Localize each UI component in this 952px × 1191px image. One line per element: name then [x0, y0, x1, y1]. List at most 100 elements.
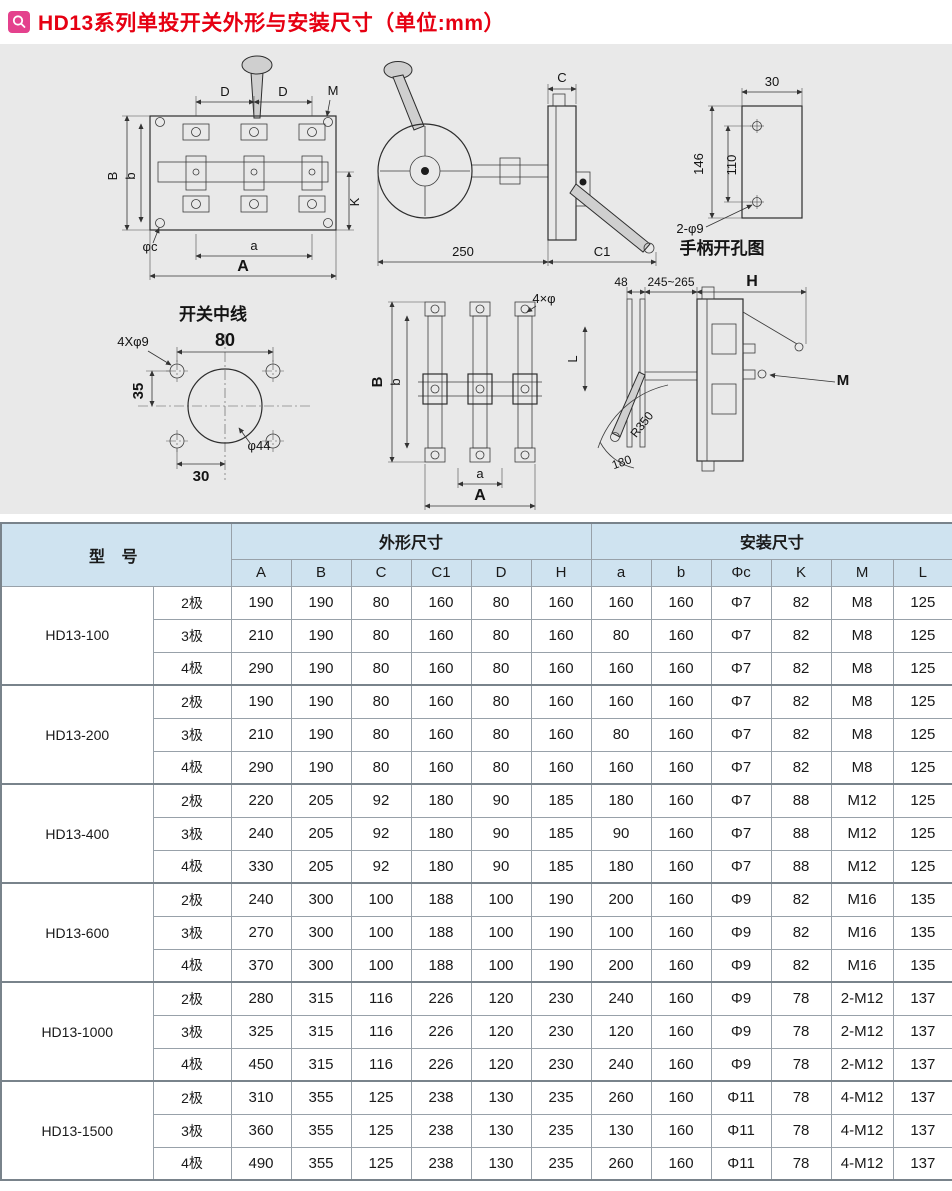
spec-value: 180: [590, 849, 652, 884]
spec-value: 137: [892, 1146, 952, 1181]
spec-value: 160: [650, 915, 712, 950]
spec-value: 180: [410, 849, 472, 884]
spec-value: 160: [650, 618, 712, 653]
spec-value: 4-M12: [830, 1146, 894, 1181]
spec-value: 200: [590, 948, 652, 983]
spec-value: Φ7: [710, 750, 772, 785]
spec-value: 120: [470, 981, 532, 1016]
dim-label-30: 30: [765, 74, 779, 89]
spec-value: 190: [530, 915, 592, 950]
spec-value: 88: [770, 783, 832, 818]
model-name: HD13-400: [0, 783, 154, 884]
spec-value: 238: [410, 1080, 472, 1115]
spec-value: M16: [830, 948, 894, 983]
spec-value: 160: [530, 750, 592, 785]
spec-value: 160: [410, 717, 472, 752]
pole-label: 3极: [152, 816, 232, 851]
spec-value: 130: [590, 1113, 652, 1148]
spec-value: 185: [530, 783, 592, 818]
spec-value: 88: [770, 849, 832, 884]
spec-value: 92: [350, 783, 412, 818]
spec-value: 130: [470, 1146, 532, 1181]
spec-value: 160: [590, 585, 652, 620]
spec-value: 330: [230, 849, 292, 884]
spec-value: 80: [350, 684, 412, 719]
pole-label: 3极: [152, 915, 232, 950]
spec-value: 190: [530, 882, 592, 917]
spec-value: 90: [470, 783, 532, 818]
spec-value: 137: [892, 1014, 952, 1049]
model-name: HD13-600: [0, 882, 154, 983]
spec-value: 80: [350, 750, 412, 785]
spec-value: Φ11: [710, 1113, 772, 1148]
dim-label-d1: D: [220, 84, 229, 99]
spec-value: 370: [230, 948, 292, 983]
spec-value: 185: [530, 849, 592, 884]
spec-value: 210: [230, 717, 292, 752]
spec-value: 125: [892, 750, 952, 785]
spec-value: 490: [230, 1146, 292, 1181]
spec-value: 188: [410, 915, 472, 950]
col-header-a: a: [590, 558, 652, 587]
spec-value: 190: [230, 585, 292, 620]
pole-label: 4极: [152, 1146, 232, 1181]
col-header-C1: C1: [410, 558, 472, 587]
spec-value: 235: [530, 1080, 592, 1115]
drawing-pole-view: 4×φ B b L a A: [369, 291, 588, 510]
spec-value: 240: [590, 1047, 652, 1082]
spec-value: 160: [650, 651, 712, 686]
spec-table-section: 型 号 外形尺寸 安装尺寸 A B C C1 D H a b Φc K M L: [0, 522, 952, 1181]
dim-label-180: 180: [610, 452, 634, 472]
spec-value: 137: [892, 1113, 952, 1148]
drawing-mounting-holes: 开关中线 4Xφ9 80 35: [117, 304, 312, 485]
dim-label-phi44: φ44: [248, 438, 271, 453]
spec-value: 80: [590, 618, 652, 653]
spec-value: 180: [410, 783, 472, 818]
spec-value: 355: [290, 1146, 352, 1181]
spec-value: 160: [590, 684, 652, 719]
spec-value: 116: [350, 1014, 412, 1049]
spec-value: 125: [892, 585, 952, 620]
spec-value: 226: [410, 981, 472, 1016]
spec-value: 82: [770, 915, 832, 950]
spec-value: Φ11: [710, 1080, 772, 1115]
spec-value: 160: [650, 585, 712, 620]
dim-label-2-phi9: 2-φ9: [676, 221, 703, 236]
spec-value: 260: [590, 1080, 652, 1115]
spec-value: 160: [410, 585, 472, 620]
dim-label-A2: A: [474, 487, 486, 504]
dim-label-a: a: [250, 238, 258, 253]
spec-value: 80: [350, 618, 412, 653]
spec-value: 100: [470, 915, 532, 950]
spec-value: 125: [350, 1113, 412, 1148]
dim-label-146: 146: [691, 153, 706, 175]
dim-label-a2: a: [476, 466, 484, 481]
spec-value: 205: [290, 849, 352, 884]
spec-value: 80: [350, 585, 412, 620]
spec-value: 78: [770, 1047, 832, 1082]
dim-label-4-phi: 4×φ: [532, 291, 555, 306]
spec-value: 160: [650, 948, 712, 983]
spec-value: 325: [230, 1014, 292, 1049]
spec-value: 188: [410, 948, 472, 983]
spec-value: 130: [470, 1113, 532, 1148]
spec-value: 92: [350, 849, 412, 884]
spec-value: 120: [470, 1014, 532, 1049]
drawing-handle-hole: 30 146 110 2-φ9 手柄开孔图: [676, 74, 803, 258]
spec-value: Φ7: [710, 651, 772, 686]
col-header-K: K: [770, 558, 832, 587]
spec-value: 210: [230, 618, 292, 653]
spec-value: 190: [530, 948, 592, 983]
spec-value: 82: [770, 585, 832, 620]
col-header-H: H: [530, 558, 592, 587]
spec-value: 230: [530, 1014, 592, 1049]
model-name: HD13-200: [0, 684, 154, 785]
spec-value: 220: [230, 783, 292, 818]
spec-value: 160: [650, 684, 712, 719]
spec-value: 82: [770, 684, 832, 719]
pole-label: 2极: [152, 882, 232, 917]
handle-hole-caption: 手柄开孔图: [680, 238, 765, 258]
